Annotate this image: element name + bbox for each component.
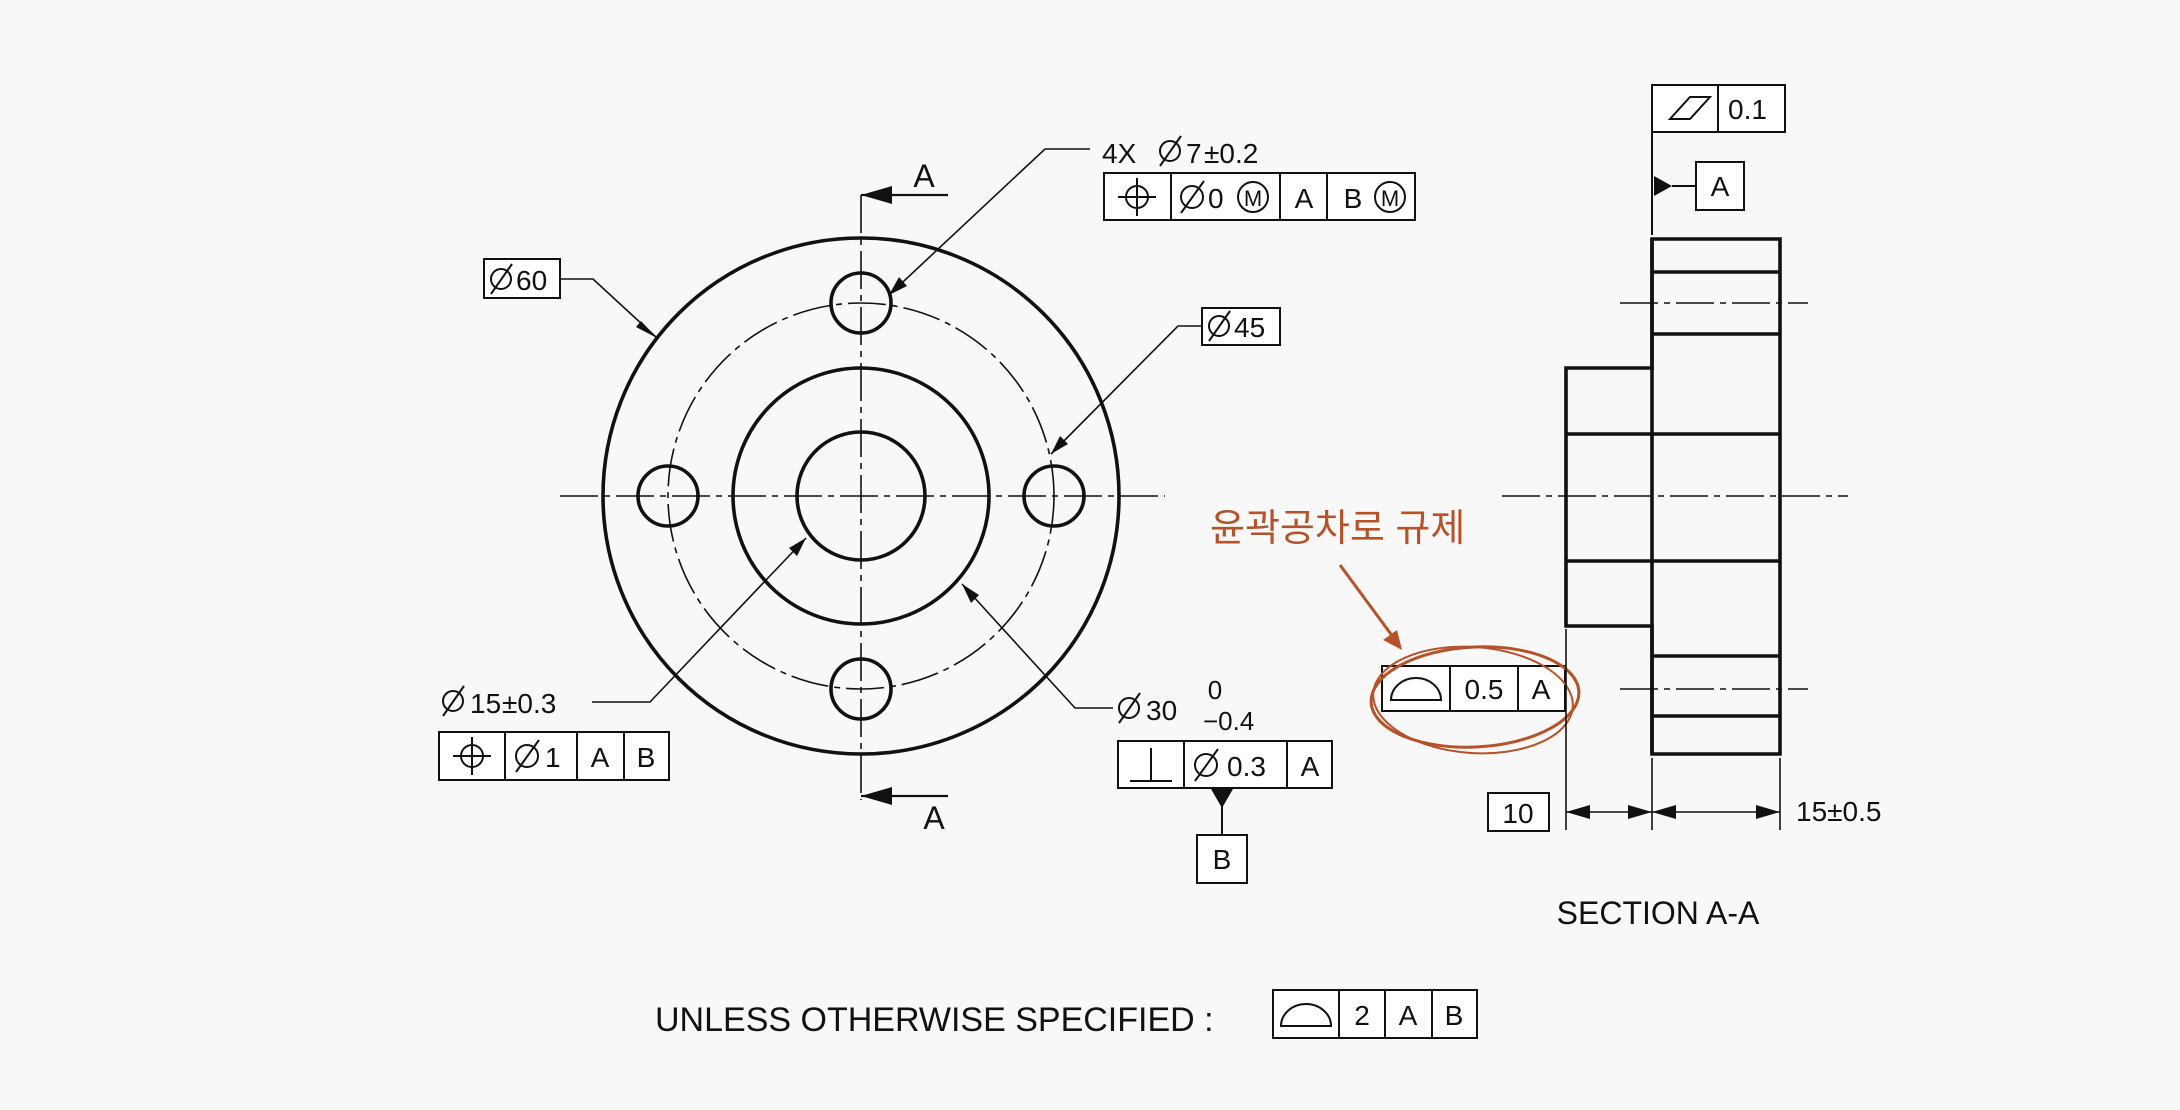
hatch-upper-hub bbox=[1564, 332, 1782, 436]
datum-a-letter: A bbox=[1711, 171, 1730, 202]
holes-callout: 4X 7 ±0.2 bbox=[888, 135, 1258, 296]
dim-15: 15±0.5 bbox=[1796, 796, 1881, 827]
profile-fcf-tol: 0.5 bbox=[1465, 674, 1504, 705]
profile-surface-symbol-icon bbox=[1389, 677, 1443, 701]
bore-dia: 15 bbox=[470, 688, 501, 719]
hatch-lower-hub bbox=[1564, 559, 1782, 658]
hub-dia: 30 bbox=[1146, 695, 1177, 726]
hub-upper-tol: 0 bbox=[1208, 675, 1222, 705]
flange-outer-circle bbox=[601, 236, 1121, 756]
flatness-fcf: 0.1 bbox=[1651, 84, 1786, 235]
perpendicularity-symbol-icon bbox=[1130, 748, 1172, 782]
annotation-arrowhead bbox=[1383, 630, 1402, 650]
datum-a-feature: A bbox=[1654, 161, 1745, 211]
profile-fcf: 0.5 A bbox=[1381, 665, 1566, 712]
profile-fcf-datum: A bbox=[1532, 674, 1551, 705]
general-note: UNLESS OTHERWISE SPECIFIED : 2 A B bbox=[655, 989, 1478, 1039]
bore-fcf-datum2: B bbox=[637, 742, 656, 773]
annotation-text: 윤곽공차로 규제 bbox=[1210, 508, 1465, 550]
diameter-symbol-icon bbox=[490, 263, 513, 295]
bore-fcf-datum1: A bbox=[591, 742, 610, 773]
general-note-text: UNLESS OTHERWISE SPECIFIED : bbox=[655, 1001, 1214, 1039]
diameter-symbol-icon bbox=[1194, 748, 1219, 782]
bore-fcf-tol: 1 bbox=[545, 742, 561, 773]
mmc-modifier-icon bbox=[1374, 181, 1406, 213]
holes-dia: 7 bbox=[1186, 138, 1202, 169]
diameter-symbol-icon bbox=[1159, 135, 1182, 167]
general-note-datum2: B bbox=[1445, 1000, 1464, 1031]
holes-tol: ±0.2 bbox=[1204, 138, 1258, 169]
diameter-symbol-icon bbox=[442, 685, 465, 717]
holes-qty: 4X bbox=[1102, 138, 1137, 169]
general-note-tol: 2 bbox=[1354, 1000, 1370, 1031]
hub-fcf-datum: A bbox=[1301, 751, 1320, 782]
section-title: SECTION A-A bbox=[1557, 895, 1760, 931]
profile-surface-symbol-icon bbox=[1279, 1003, 1333, 1027]
holes-fcf-mod2: M bbox=[1381, 186, 1399, 211]
holes-fcf-mod: M bbox=[1244, 186, 1262, 211]
annotation-circle-stroke2 bbox=[1372, 645, 1574, 755]
hatch-bottom-rim bbox=[1650, 714, 1782, 756]
section-letter-top: A bbox=[913, 158, 935, 194]
hub-fcf-tol: 0.3 bbox=[1227, 751, 1266, 782]
datum-b-letter: B bbox=[1213, 844, 1232, 875]
position-symbol-icon bbox=[1118, 178, 1156, 216]
hub-lower-tol: −0.4 bbox=[1203, 706, 1254, 736]
position-symbol-icon bbox=[453, 737, 491, 775]
bolt-circle-value: 45 bbox=[1234, 312, 1265, 343]
datum-b-feature: B bbox=[1196, 789, 1248, 884]
diameter-symbol-icon bbox=[1118, 692, 1141, 724]
holes-fcf: 0 M A B M bbox=[1103, 172, 1416, 221]
flatness-tol: 0.1 bbox=[1728, 94, 1767, 125]
section-view: 0.1 A 0.5 A 윤곽공차로 규제 bbox=[1210, 84, 1881, 931]
hub-callout: 30 0 −0.4 bbox=[961, 583, 1254, 736]
plan-view: A A 60 45 bbox=[438, 135, 1416, 884]
flatness-symbol-icon bbox=[1667, 96, 1713, 120]
holes-fcf-datum1: A bbox=[1295, 183, 1314, 214]
datum-triangle-icon bbox=[1654, 176, 1672, 196]
diameter-symbol-icon bbox=[1180, 180, 1205, 214]
holes-fcf-tol: 0 bbox=[1208, 183, 1224, 214]
profile-annotation: 윤곽공차로 규제 bbox=[1210, 508, 1581, 755]
bore-tol: ±0.3 bbox=[502, 688, 556, 719]
thickness-dimensions: 10 15±0.5 bbox=[1487, 629, 1881, 832]
diameter-symbol-icon bbox=[1208, 310, 1231, 342]
dim-10: 10 bbox=[1502, 798, 1533, 829]
diameter-symbol-icon bbox=[515, 739, 540, 773]
bore-fcf: 1 A B bbox=[438, 731, 670, 781]
bore-callout: 15 ±0.3 bbox=[442, 537, 807, 719]
section-letter-bottom: A bbox=[923, 800, 945, 836]
od-value: 60 bbox=[516, 265, 547, 296]
general-note-datum1: A bbox=[1399, 1000, 1418, 1031]
mmc-modifier-icon bbox=[1237, 181, 1269, 213]
hub-fcf: 0.3 A bbox=[1117, 740, 1333, 789]
holes-fcf-datum2: B bbox=[1344, 183, 1363, 214]
hatch-top-rim bbox=[1650, 237, 1782, 274]
section-arrow-bottom: A bbox=[861, 787, 948, 836]
bolt-circle-callout: 45 bbox=[1050, 307, 1281, 455]
section-arrow-top: A bbox=[861, 158, 948, 204]
od-callout: 60 bbox=[483, 258, 658, 339]
datum-triangle-icon bbox=[1211, 789, 1233, 808]
